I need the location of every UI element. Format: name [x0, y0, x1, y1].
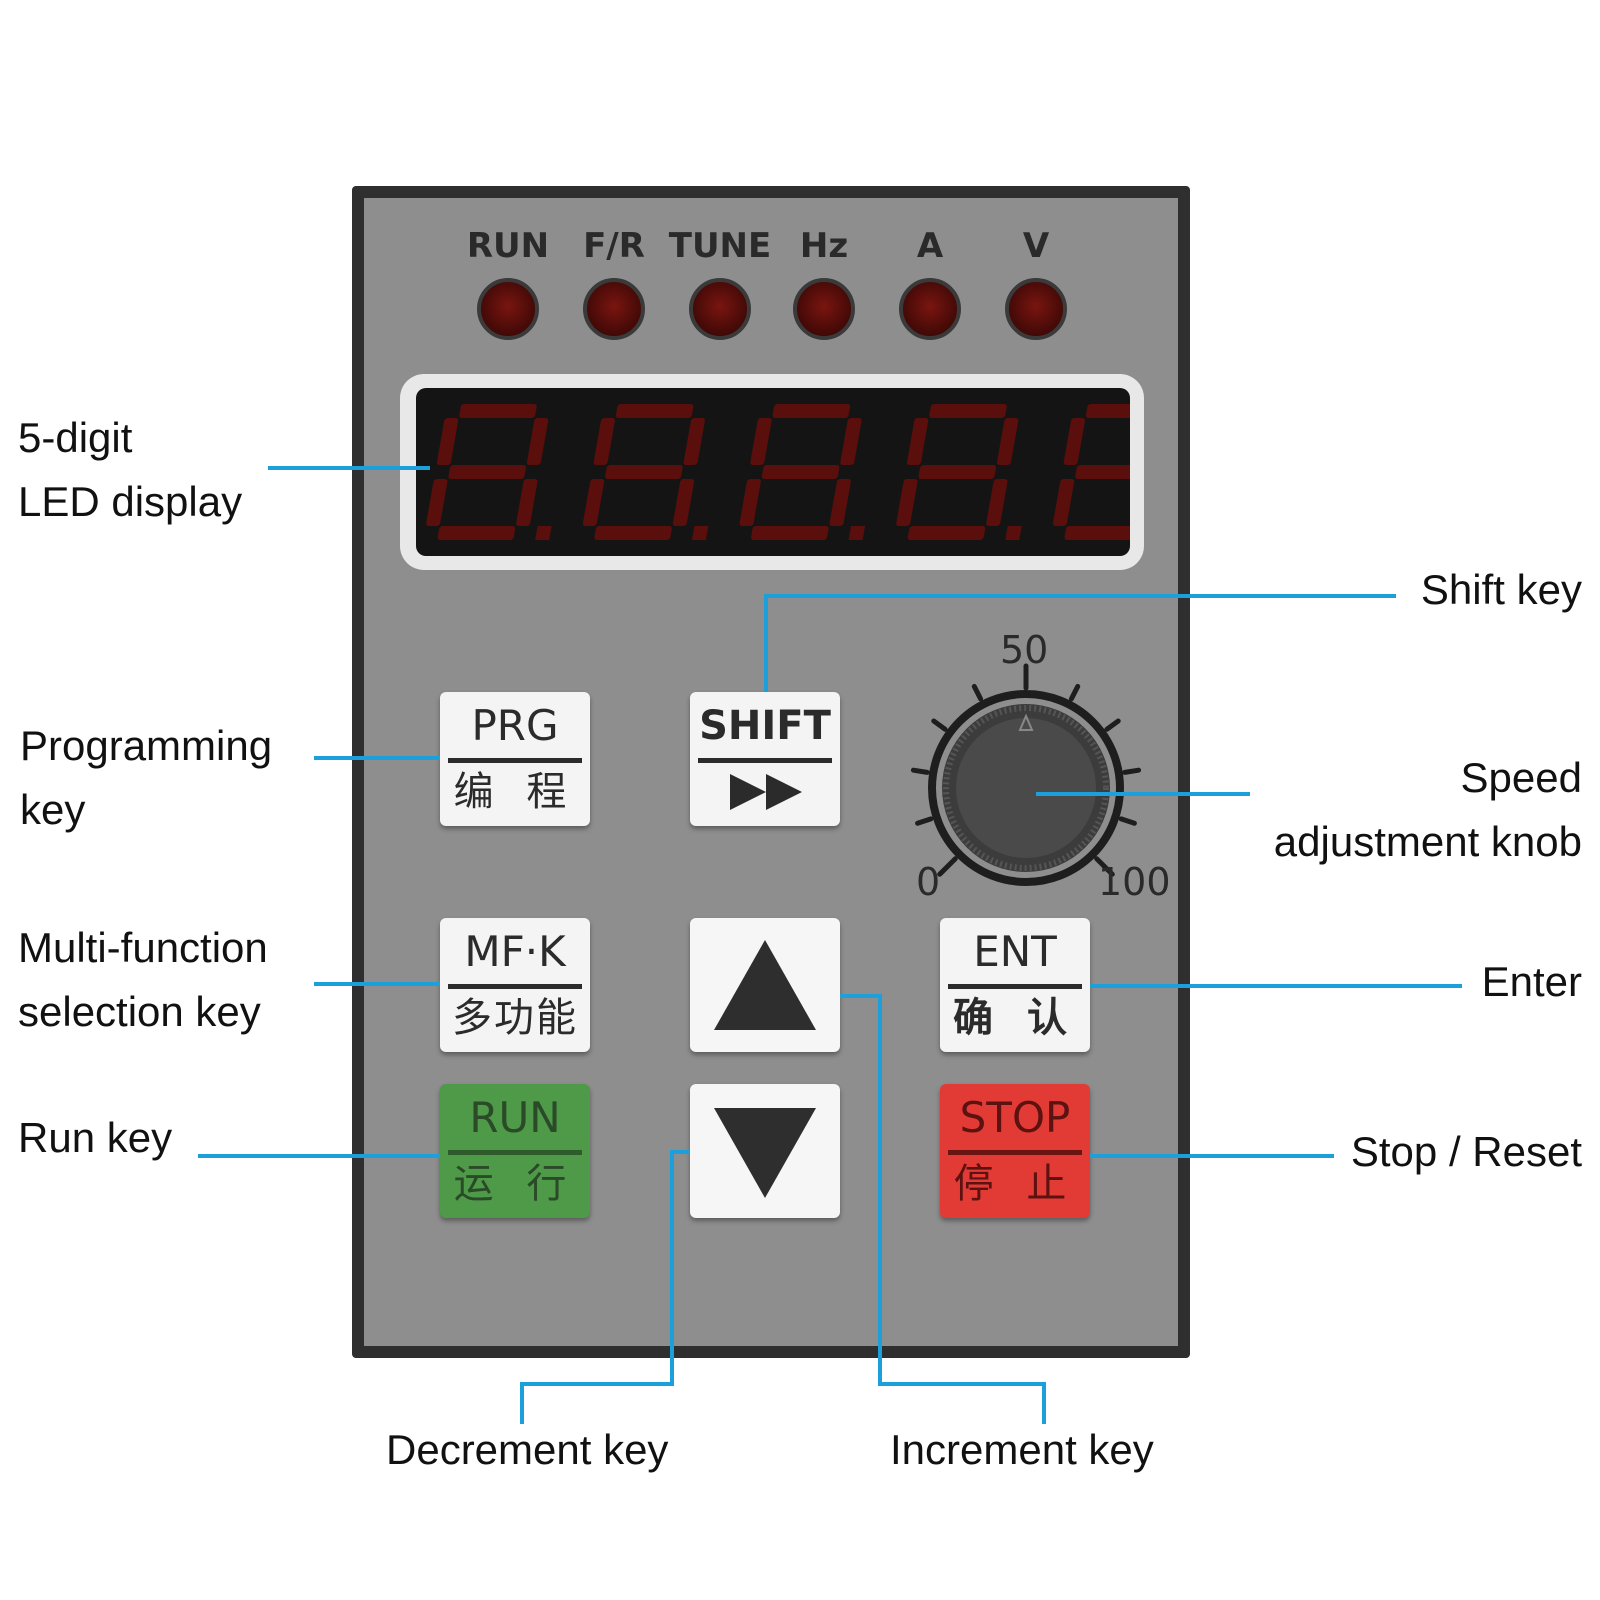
knob-tick	[1094, 856, 1115, 877]
leader-increment-key	[840, 994, 1046, 1424]
knob-pointer-icon	[1018, 713, 1034, 731]
led-segment	[751, 526, 829, 540]
led-segment	[672, 479, 695, 526]
callout-stop-reset: Stop / Reset	[1350, 1128, 1582, 1175]
increment-key[interactable]	[690, 918, 840, 1052]
callout-shift-key: Shift key	[1420, 566, 1582, 613]
knob-tick	[1068, 683, 1081, 702]
shift-key[interactable]: SHIFT	[690, 692, 840, 826]
indicator-label-run: RUN	[466, 226, 550, 266]
led-segment	[426, 479, 448, 526]
led-decimal-point	[691, 526, 709, 540]
led-segment	[1075, 465, 1130, 479]
led-digit	[426, 404, 552, 540]
led-decimal-point	[848, 526, 866, 540]
led-digit	[1052, 404, 1130, 540]
led-segment	[750, 418, 772, 465]
indicator-label-fr: F/R	[583, 226, 645, 266]
knob-tick	[931, 718, 948, 732]
callout-enter: Enter	[1481, 958, 1582, 1005]
led-segment	[1063, 418, 1085, 465]
led-segment	[1064, 526, 1130, 540]
down-arrow-icon	[714, 1108, 816, 1198]
led-segment	[1052, 479, 1075, 526]
callout-decrement-key: Decrement key	[386, 1426, 669, 1473]
led-segment	[906, 418, 929, 465]
led-segment	[437, 526, 516, 540]
stop-reset-key[interactable]: STOP 停 止	[940, 1084, 1090, 1218]
led-segment	[594, 526, 672, 540]
callout-increment-key: Increment key	[890, 1426, 1154, 1473]
led-segment	[605, 465, 683, 479]
led-digit	[739, 404, 866, 540]
knob-tick	[971, 683, 984, 702]
decrement-key[interactable]	[690, 1084, 840, 1218]
led-segment	[526, 418, 549, 465]
led-segment	[986, 479, 1008, 526]
v-indicator-led	[1005, 278, 1067, 340]
knob-tick	[1104, 718, 1121, 732]
mfk-key[interactable]: MF·K 多功能	[440, 918, 590, 1052]
run-key[interactable]: RUN 运 行	[440, 1084, 590, 1218]
led-display	[416, 388, 1130, 556]
led-segment	[996, 418, 1019, 465]
led-digit	[582, 404, 709, 540]
led-segment	[615, 404, 694, 418]
knob-scale-50: 50	[1000, 628, 1049, 672]
led-segment	[448, 465, 526, 479]
led-segment	[829, 479, 851, 526]
callout-led-display: 5-digit LED display	[18, 414, 243, 525]
knob-scale-0: 0	[916, 860, 941, 904]
led-segment	[918, 465, 997, 479]
fr-indicator-led	[583, 278, 645, 340]
led-segment	[593, 418, 615, 465]
knob-tick	[915, 816, 934, 826]
up-arrow-icon	[714, 940, 816, 1030]
led-segment	[1085, 404, 1130, 418]
speed-knob[interactable]	[900, 640, 1160, 900]
led-segment	[516, 479, 538, 526]
callout-speed-knob: Speed adjustment knob	[1273, 754, 1582, 865]
leader-decrement-key	[520, 1150, 690, 1424]
led-decimal-point	[1005, 526, 1022, 540]
knob-tick	[1118, 816, 1137, 826]
run-indicator-led	[477, 278, 539, 340]
fast-forward-icon	[730, 774, 802, 810]
indicator-label-a: A	[916, 226, 944, 266]
led-segment	[896, 479, 918, 526]
led-segment	[772, 404, 851, 418]
led-segment	[436, 418, 459, 465]
callout-multifunction-key: Multi-function selection key	[18, 924, 268, 1035]
knob-scale-100: 100	[1098, 860, 1171, 904]
led-decimal-point	[535, 526, 552, 540]
hz-indicator-led	[793, 278, 855, 340]
seven-segment-digits	[426, 404, 1130, 540]
leader-shift-key	[764, 594, 1396, 692]
knob-graphic	[910, 663, 1142, 886]
callout-programming-key: Programming key	[20, 722, 273, 833]
indicator-label-tune: TUNE	[668, 226, 772, 266]
led-segment	[929, 404, 1007, 418]
led-segment	[459, 404, 537, 418]
led-segment	[683, 418, 705, 465]
a-indicator-led	[899, 278, 961, 340]
indicator-label-hz: Hz	[799, 226, 849, 266]
led-digit	[896, 404, 1022, 540]
led-segment	[582, 479, 605, 526]
knob-tick	[910, 767, 930, 775]
callout-run-key: Run key	[18, 1114, 173, 1161]
ent-key[interactable]: ENT 确 认	[940, 918, 1090, 1052]
knob-tick	[1122, 767, 1142, 775]
led-segment	[739, 479, 761, 526]
led-segment	[840, 418, 862, 465]
led-segment	[907, 526, 986, 540]
knob-tick	[937, 856, 958, 877]
tune-indicator-led	[689, 278, 751, 340]
prg-key[interactable]: PRG 编 程	[440, 692, 590, 826]
indicator-label-v: V	[1022, 226, 1050, 266]
led-segment	[761, 465, 840, 479]
